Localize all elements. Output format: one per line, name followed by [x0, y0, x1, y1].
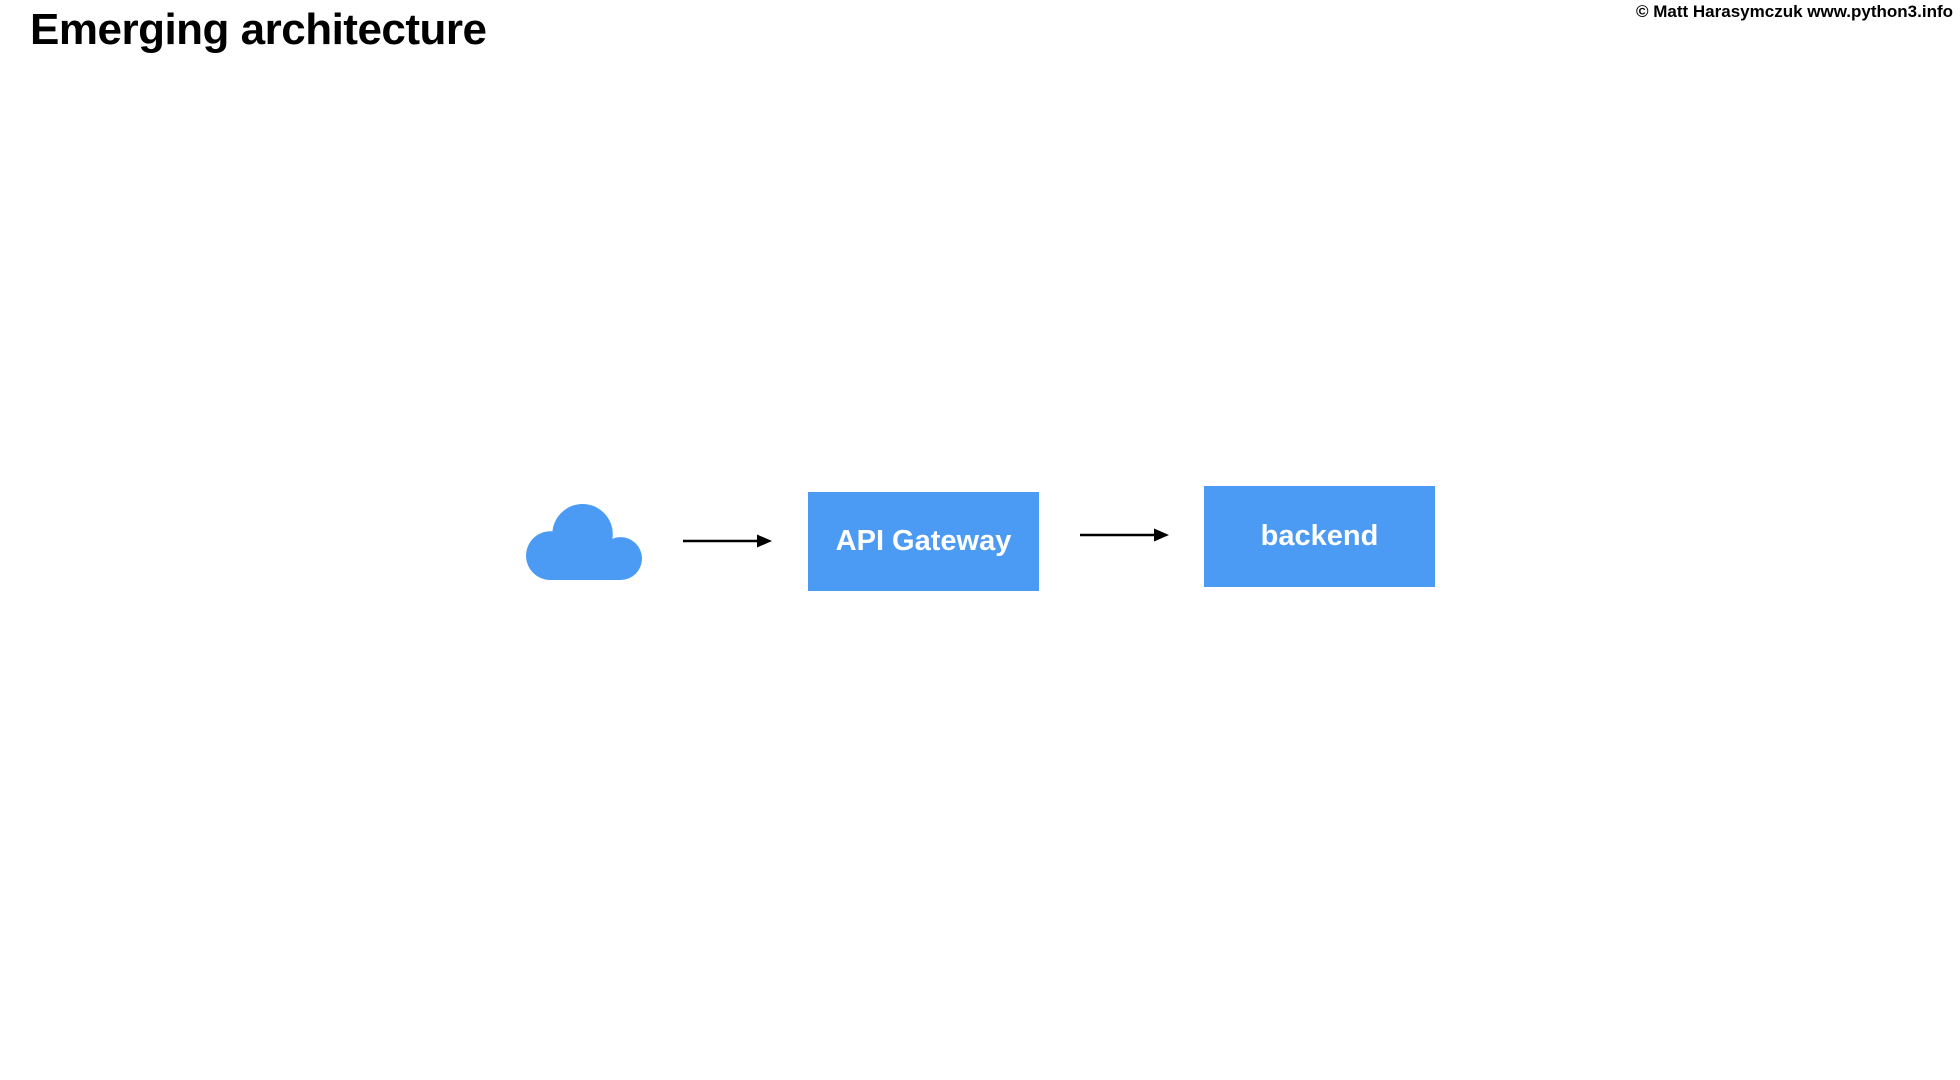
node-api-gateway: API Gateway — [808, 492, 1039, 591]
copyright-notice: © Matt Harasymczuk www.python3.info — [1636, 2, 1953, 21]
cloud-icon — [525, 504, 644, 580]
arrow-api-gateway-to-backend — [1079, 527, 1171, 543]
page-title: Emerging architecture — [30, 5, 487, 54]
node-backend: backend — [1204, 486, 1435, 587]
node-api-gateway-label: API Gateway — [835, 525, 1012, 557]
arrow-internet-to-api-gateway — [682, 533, 774, 549]
node-backend-label: backend — [1260, 520, 1379, 552]
